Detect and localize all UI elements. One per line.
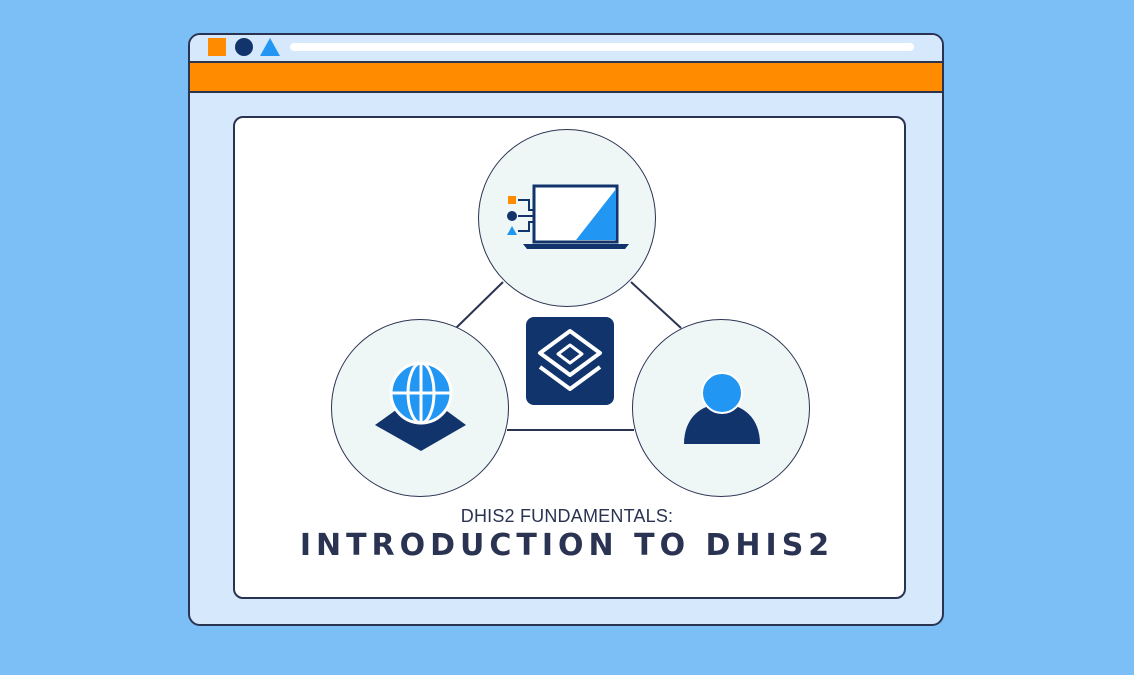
- navy-circle-icon: [235, 38, 253, 56]
- globe-node: [331, 319, 509, 497]
- orange-square-icon: [208, 38, 226, 56]
- globe-on-map-icon: [375, 361, 466, 451]
- user-node: [632, 319, 810, 497]
- laptop-node: [478, 129, 656, 307]
- laptop-data-flow-icon: [507, 184, 629, 249]
- course-subtitle: DHIS2 FUNDAMENTALS:: [460, 506, 674, 526]
- dhis2-layers-icon: [538, 329, 602, 391]
- dhis2-logo: [526, 317, 614, 405]
- blue-triangle-icon: [260, 38, 280, 56]
- user-icon: [684, 372, 760, 444]
- course-title: INTRODUCTION TO DHIS2: [299, 528, 835, 563]
- window-titlebar: [190, 35, 942, 61]
- window-header-bar: [190, 61, 942, 93]
- address-bar: [290, 43, 914, 51]
